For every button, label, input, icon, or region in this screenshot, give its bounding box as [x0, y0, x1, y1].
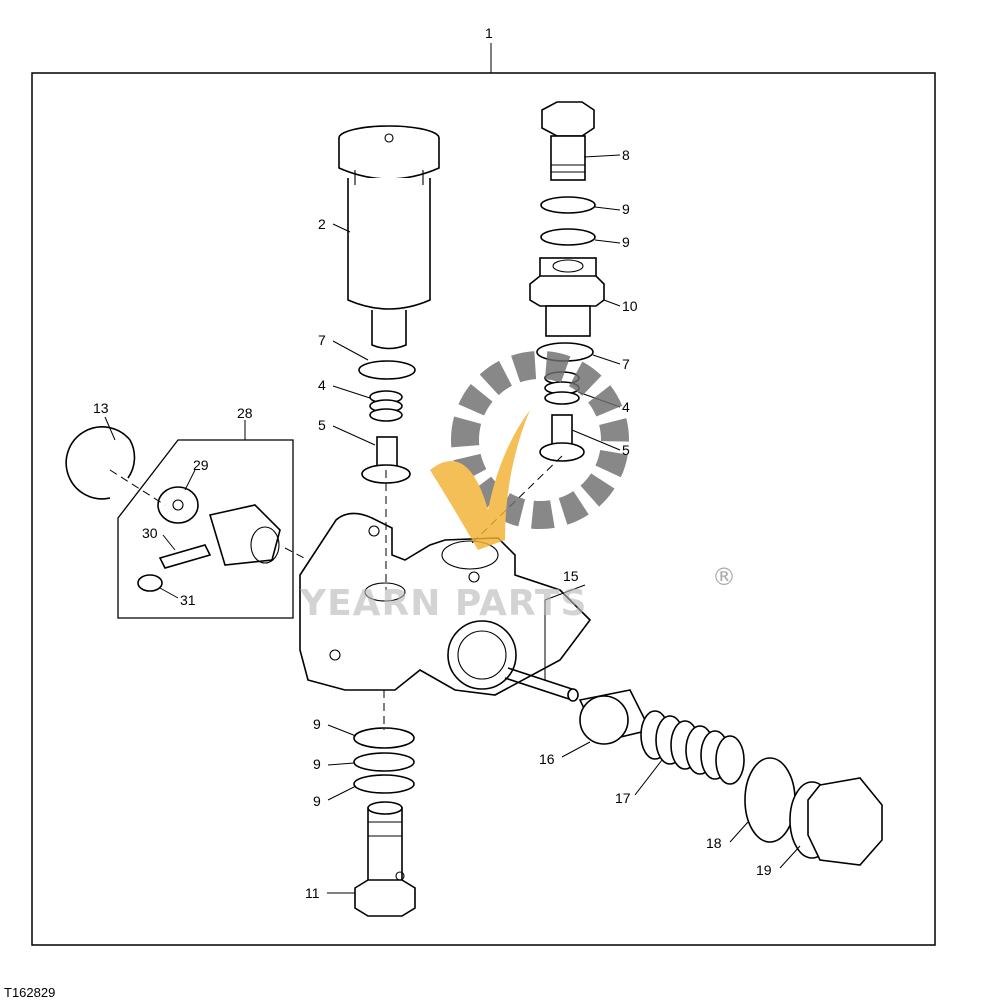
gasket-part [744, 757, 796, 843]
callout-4: 4 [622, 399, 630, 415]
pin-part [158, 544, 212, 569]
callout-9: 9 [313, 793, 321, 809]
spring-part [369, 390, 403, 422]
banjo-bolt-part [354, 801, 416, 917]
callout-4: 4 [318, 377, 326, 393]
callout-16: 16 [539, 751, 555, 767]
registered-mark: ® [712, 563, 736, 591]
callout-7: 7 [318, 332, 326, 348]
clip-part [137, 574, 163, 592]
watermark-logo: YEARN PARTS ® [299, 351, 736, 624]
snap-ring-part [65, 426, 136, 500]
washer-part [353, 727, 415, 749]
callout-5: 5 [318, 417, 326, 433]
watermark-text: YEARN PARTS [299, 583, 587, 624]
callout-2: 2 [318, 216, 326, 232]
tappet-part [208, 504, 281, 566]
callout-18: 18 [706, 835, 722, 851]
strainer-cup-part [338, 125, 440, 350]
o-ring-part [358, 360, 416, 380]
callout-9: 9 [313, 716, 321, 732]
callout-10: 10 [622, 298, 638, 314]
figure-id: T162829 [4, 985, 55, 1000]
callout-30: 30 [142, 525, 158, 541]
callout-15: 15 [563, 568, 579, 584]
gear-icon [451, 351, 630, 529]
callout-29: 29 [193, 457, 209, 473]
banjo-bolt-part [541, 101, 595, 181]
diagram-frame [31, 72, 936, 946]
callout-7: 7 [622, 356, 630, 372]
callout-9: 9 [622, 234, 630, 250]
washer-part [353, 752, 415, 772]
callout-9: 9 [313, 756, 321, 772]
valve-part [539, 414, 585, 462]
callout-8: 8 [622, 147, 630, 163]
washer-part [540, 228, 596, 246]
callout-11: 11 [305, 885, 320, 901]
washer-part [353, 774, 415, 794]
callout-31: 31 [180, 592, 196, 608]
callout-9: 9 [622, 201, 630, 217]
spring-part [640, 710, 745, 785]
lever-roller-part [157, 486, 199, 524]
washer-part [540, 196, 596, 214]
leaf-icon [430, 410, 530, 550]
callout-5: 5 [622, 442, 630, 458]
piston-part [578, 689, 652, 745]
plug-part [789, 777, 883, 866]
group-28-box [117, 439, 294, 619]
fitting-part [529, 257, 605, 337]
pump-body-part [299, 512, 592, 702]
callout-13: 13 [93, 400, 109, 416]
callout-28: 28 [237, 405, 253, 421]
callout-17: 17 [615, 790, 631, 806]
callout-19: 19 [756, 862, 772, 878]
callout-1: 1 [485, 25, 493, 41]
leader-lines [104, 154, 801, 894]
